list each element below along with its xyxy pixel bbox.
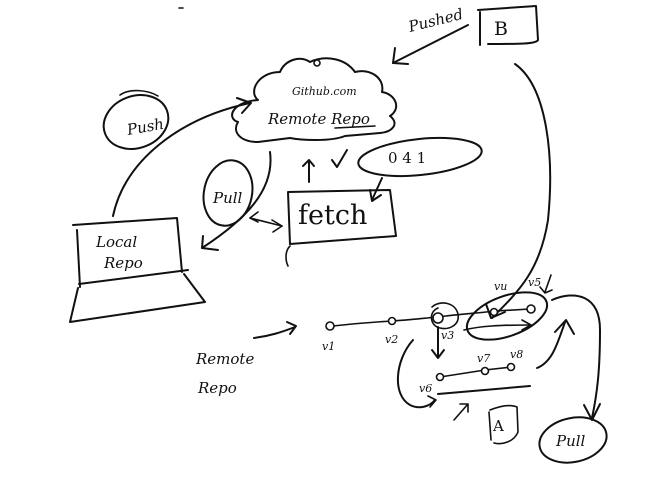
- v5-pointer-arrow: [539, 274, 553, 294]
- fetch-flags-ellipse: [357, 136, 483, 178]
- pull-top-ellipse: [202, 159, 254, 227]
- pull-bottom-ellipse: [538, 416, 608, 464]
- pull-top-bubble: Pull: [202, 159, 254, 227]
- push-arrowhead: [236, 97, 252, 114]
- label-v1: v1: [322, 340, 335, 353]
- remote-repo-cloud: Github.com Remote Repo: [231, 57, 398, 143]
- local-label-line2: Repo: [103, 254, 143, 272]
- fetch-box-outline: [287, 189, 397, 245]
- pull-fetch-arrow-right: [271, 219, 283, 233]
- user-a-label: A: [492, 417, 504, 435]
- pull-top-label: Pull: [212, 189, 243, 207]
- commit-v3: [432, 312, 444, 324]
- commit-graph: v1 v2 v3 vu v5 v6 v7 v8: [322, 274, 601, 421]
- push-arrow: [112, 102, 251, 217]
- pull-bottom-bubble: Pull: [538, 416, 608, 464]
- cloud-outline: [231, 57, 398, 143]
- fetch-flags-bubble: 0 4 1: [357, 136, 483, 178]
- v8-to-v5-curve: [536, 321, 566, 369]
- check-icon: [331, 149, 348, 168]
- flags-to-fetch-arrowhead: [369, 189, 382, 202]
- push-label: Push: [125, 115, 166, 139]
- pull-fetch-link: [249, 217, 283, 227]
- branch-underline: [437, 385, 531, 395]
- v8-to-v5-arrowhead: [554, 319, 575, 335]
- up-arrow-icon: [302, 159, 315, 183]
- remote-host-label: Github.com: [292, 85, 357, 98]
- main-branch-line: [332, 310, 496, 327]
- a-box-right: [489, 404, 519, 445]
- fetch-tail: [285, 245, 291, 267]
- local-repo-laptop: Local Repo: [69, 217, 206, 323]
- push-bubble: Push: [102, 89, 170, 150]
- push-ellipse: [102, 94, 170, 150]
- fetch-box: fetch: [285, 189, 397, 267]
- laptop-base: [69, 273, 206, 323]
- local-label-line1: Local: [95, 233, 137, 251]
- pushed-arrowhead: [392, 47, 409, 65]
- v2-to-v6-arrowhead: [427, 395, 437, 408]
- flags-to-fetch-arrow: [371, 177, 383, 201]
- label-v3: v3: [441, 329, 454, 342]
- fetch-label: fetch: [298, 200, 367, 231]
- fetch-flags-label: 0 4 1: [388, 149, 426, 167]
- pushed-arrow: Pushed: [392, 5, 469, 65]
- remote-repo-label: Remote Repo: [267, 110, 370, 128]
- commit-v8: [506, 362, 516, 372]
- pull-bottom-label: Pull: [555, 432, 586, 450]
- label-v5: v5: [528, 276, 541, 289]
- pull-fetch-arrow-left: [249, 211, 259, 223]
- remote-to-v1-arrowhead: [286, 321, 297, 335]
- pull-arrowhead: [201, 235, 219, 251]
- b-box-right: [477, 5, 539, 45]
- commit-v5: [526, 304, 536, 314]
- small-up-arrow: [453, 403, 469, 421]
- v4-v5-highlight-ellipse: [465, 291, 549, 341]
- inner-ellipse-arrow: [463, 324, 531, 331]
- commit-v1: [325, 321, 335, 331]
- v2-to-v6-curve: [397, 339, 436, 409]
- remote-repo-underline: [334, 125, 376, 129]
- remote-to-v1-arrow: [253, 326, 296, 339]
- label-v8: v8: [510, 348, 523, 361]
- branch-line: [439, 366, 513, 378]
- pushed-arrow-line: [392, 24, 469, 64]
- cloud-bump: [313, 59, 321, 67]
- inner-ellipse-arrowhead: [521, 319, 532, 331]
- a-box-left: [488, 411, 492, 441]
- user-a-box: A: [488, 404, 519, 445]
- laptop-screen-top: [72, 217, 183, 273]
- commit-v6: [435, 372, 445, 382]
- commit-v4: [489, 307, 499, 317]
- commit-v2: [387, 316, 397, 326]
- label-v7: v7: [477, 352, 490, 365]
- remote-repo-text-line2: Repo: [197, 379, 237, 397]
- laptop-hinge: [78, 269, 189, 285]
- b-to-v4-curve: [491, 63, 552, 319]
- label-v6: v6: [419, 382, 432, 395]
- user-b-label: B: [494, 18, 508, 40]
- commit-v7: [480, 366, 490, 376]
- v3-highlight-circle: [430, 302, 459, 330]
- b-to-v4-arrowhead: [485, 303, 506, 319]
- pull-arrow: [201, 151, 272, 249]
- user-b-box: B: [477, 5, 539, 46]
- label-v4: vu: [494, 280, 507, 293]
- push-ellipse-overstroke: [119, 89, 159, 97]
- laptop-screen-left: [76, 229, 81, 288]
- v4-v5-line: [495, 308, 531, 312]
- remote-repo-text-line1: Remote: [195, 350, 254, 368]
- v5-to-pull-curve: [551, 294, 601, 419]
- label-v2: v2: [385, 333, 398, 346]
- v3-to-v6-arrowhead: [431, 349, 445, 359]
